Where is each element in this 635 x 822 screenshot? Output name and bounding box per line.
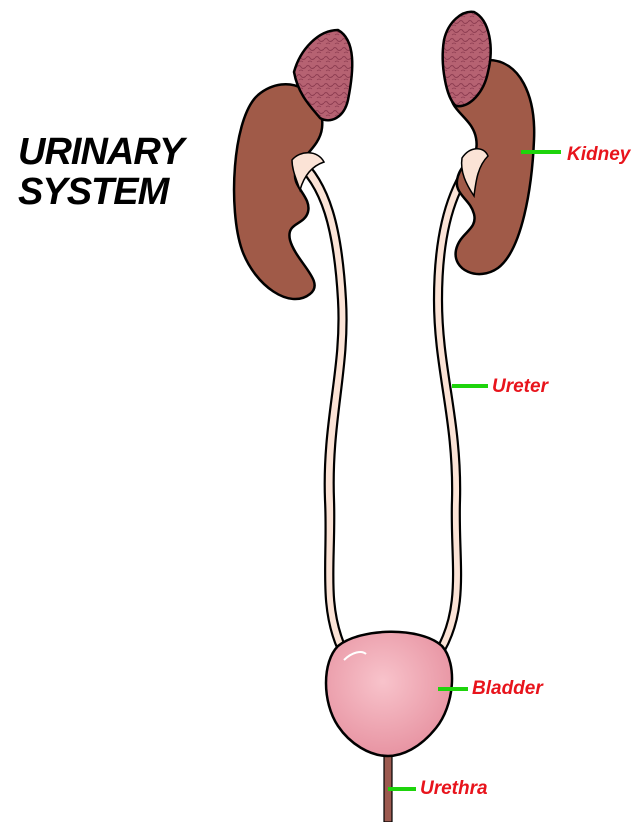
bladder <box>326 632 452 756</box>
kidney-label: Kidney <box>567 144 630 166</box>
left-ureter <box>292 156 347 650</box>
urethra-label: Urethra <box>420 778 488 800</box>
ureter-label: Ureter <box>492 376 548 398</box>
bladder-label: Bladder <box>472 678 543 700</box>
left-kidney <box>234 84 322 299</box>
